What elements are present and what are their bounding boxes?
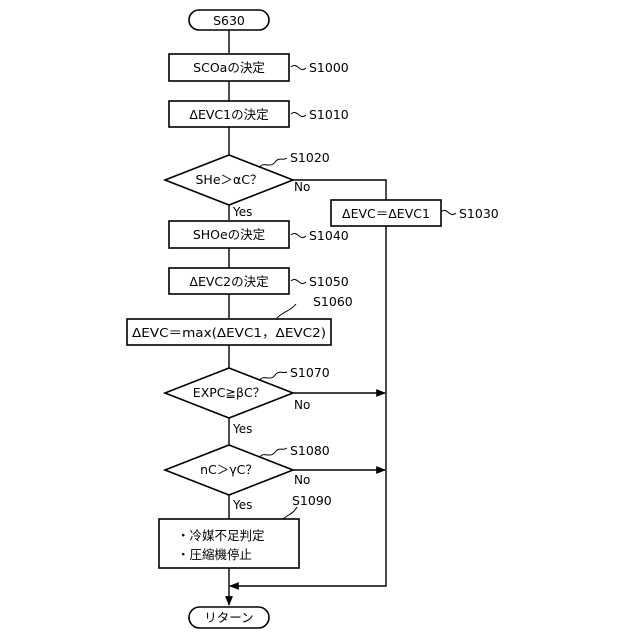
start-label: S630 xyxy=(213,13,245,28)
process-s1010: ΔEVC1の決定 S1010 xyxy=(169,101,349,127)
process-s1060: ΔEVC＝max(ΔEVC1，ΔEVC2) S1060 xyxy=(127,294,353,345)
step-id-s1030: S1030 xyxy=(459,206,499,221)
step-id-s1020: S1020 xyxy=(290,150,330,165)
step-id-s1060: S1060 xyxy=(313,294,353,309)
step-id-s1010: S1010 xyxy=(309,107,349,122)
s1080-no-label: No xyxy=(294,473,310,487)
process-s1090-line1: ・冷媒不足判定 xyxy=(177,528,265,543)
s1080-yes-label: Yes xyxy=(232,498,252,512)
process-s1090-line2: ・圧縮機停止 xyxy=(177,547,252,562)
step-id-s1080: S1080 xyxy=(290,443,330,458)
step-id-s1070: S1070 xyxy=(290,365,330,380)
step-id-s1090: S1090 xyxy=(292,493,332,508)
decision-s1020: SHe＞αC？ S1020 No Yes xyxy=(165,150,330,219)
start-terminal: S630 xyxy=(189,10,269,30)
s1070-yes-label: Yes xyxy=(232,422,252,436)
process-s1030: ΔEVC＝ΔEVC1 S1030 xyxy=(331,200,499,226)
s1020-yes-label: Yes xyxy=(232,205,252,219)
decision-s1020-label: SHe＞αC？ xyxy=(196,172,263,187)
step-id-s1040: S1040 xyxy=(309,228,349,243)
process-s1000-label: SCOaの決定 xyxy=(193,60,265,75)
s1020-no-label: No xyxy=(294,180,310,194)
process-s1050-label: ΔEVC2の決定 xyxy=(189,274,268,289)
process-s1040-label: SHOeの決定 xyxy=(193,227,265,242)
s1070-no-label: No xyxy=(294,398,310,412)
end-label: リターン xyxy=(204,610,253,625)
process-s1000: SCOaの決定 S1000 xyxy=(169,54,349,81)
end-terminal: リターン xyxy=(189,607,269,628)
process-s1010-label: ΔEVC1の決定 xyxy=(189,107,268,122)
decision-s1080-label: nC＞γC？ xyxy=(200,462,258,477)
step-id-s1050: S1050 xyxy=(309,274,349,289)
process-s1050: ΔEVC2の決定 S1050 xyxy=(169,268,349,294)
decision-s1070-label: EXPC≧βC？ xyxy=(193,385,265,400)
step-id-s1000: S1000 xyxy=(309,60,349,75)
decision-s1070: EXPC≧βC？ S1070 No Yes xyxy=(165,365,330,436)
process-s1040: SHOeの決定 S1040 xyxy=(169,221,349,248)
process-s1030-label: ΔEVC＝ΔEVC1 xyxy=(342,206,430,221)
process-s1060-label: ΔEVC＝max(ΔEVC1，ΔEVC2) xyxy=(132,325,326,340)
